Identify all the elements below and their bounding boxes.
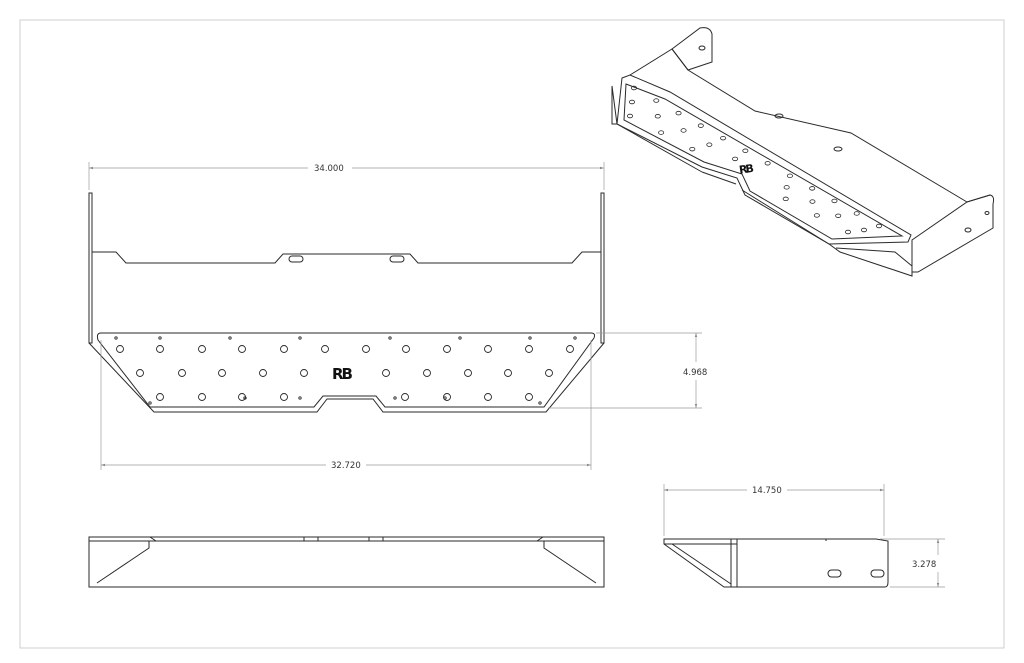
isometric-plate-hole: [853, 211, 860, 216]
isometric-plate-hole: [654, 114, 661, 119]
step-plate-outline: [88, 342, 605, 413]
plate-hole: [402, 345, 410, 353]
plate-hole: [401, 393, 409, 401]
plate-hole: [136, 369, 144, 377]
isometric-plate-hole: [627, 113, 634, 119]
isometric-plate-hole: [831, 198, 838, 204]
plate-hole: [566, 345, 574, 353]
plate-hole: [116, 345, 124, 353]
isometric-plate-hole: [783, 185, 790, 190]
isometric-plate-hole: [653, 98, 660, 103]
isometric-plate-hole: [809, 199, 816, 204]
isometric-plate-hole: [629, 99, 636, 105]
isometric-plate-hole: [764, 161, 771, 166]
rivet-hole: [528, 336, 532, 340]
dim-plate-width: [100, 340, 592, 470]
rivet-hole: [538, 401, 542, 405]
plate-hole: [156, 393, 164, 401]
top-view: [88, 192, 605, 413]
isometric-plate-hole: [813, 213, 820, 218]
plate-hole: [504, 369, 512, 377]
plate-hole: [525, 393, 533, 401]
isometric-plate-hole: [786, 173, 793, 179]
left-flange: [88, 192, 93, 344]
plate-hole: [218, 369, 226, 377]
rear-slot-left: [288, 255, 304, 263]
plate-hole: [156, 345, 164, 353]
rivet-hole: [114, 336, 118, 340]
isometric-logo: RB: [738, 162, 754, 177]
plate-hole: [300, 369, 308, 377]
isometric-plate-hole: [720, 135, 727, 141]
isometric-plate-hole: [809, 186, 816, 191]
side-view: [663, 538, 889, 588]
plate-hole: [484, 393, 492, 401]
isometric-plate-hole: [675, 110, 682, 116]
step-plate-inner: [96, 332, 596, 408]
dim-side-length: [663, 484, 885, 536]
plate-hole: [280, 345, 288, 353]
isometric-plate-hole: [861, 227, 868, 233]
isometric-plate-hole: [689, 146, 696, 152]
plate-hole: [443, 393, 451, 401]
plate-hole: [198, 393, 206, 401]
dim-plate-depth: [548, 332, 702, 409]
isometric-plate-hole: [835, 213, 842, 218]
dim-plate-depth-label: 4.968: [683, 368, 707, 378]
plate-hole: [178, 369, 186, 377]
isometric-plate-hole: [680, 128, 687, 133]
dim-plate-width-label: 32.720: [331, 461, 361, 471]
front-view: [88, 536, 605, 588]
plate-hole: [198, 345, 206, 353]
plate-hole: [443, 345, 451, 353]
plate-hole: [280, 393, 288, 401]
isometric-plate-hole: [631, 85, 638, 91]
rivet-hole: [388, 336, 392, 340]
isometric-plate-hole: [782, 196, 789, 202]
plate-hole: [484, 345, 492, 353]
rivet-hole: [393, 396, 397, 400]
isometric-plate-hole: [732, 156, 739, 162]
dim-side-height-label: 3.278: [912, 560, 936, 570]
rivet-hole: [298, 396, 302, 400]
dim-side-length-label: 14.750: [752, 486, 782, 496]
right-flange: [600, 192, 605, 344]
plate-hole: [382, 369, 390, 377]
sheet-border: [19, 19, 1005, 649]
rivet-hole: [298, 336, 302, 340]
dim-overall-width-label: 34.000: [314, 164, 344, 174]
isometric-plate-hole: [658, 130, 665, 135]
plate-hole: [321, 345, 329, 353]
isometric-plate-hole: [697, 123, 704, 128]
rear-slot-right: [389, 255, 405, 263]
plate-hole: [525, 345, 533, 353]
rivet-hole: [573, 336, 577, 340]
isometric-view: [611, 27, 995, 277]
plate-hole: [423, 369, 431, 377]
plate-hole: [545, 369, 553, 377]
top-view-logo: RB: [332, 365, 353, 383]
isometric-plate-holes: [627, 85, 883, 235]
rivet-hole: [158, 336, 162, 340]
dim-overall-width: [88, 162, 605, 190]
plate-hole: [464, 369, 472, 377]
plate-hole: [362, 345, 370, 353]
rivet-hole: [458, 336, 462, 340]
isometric-plate-hole: [845, 229, 852, 235]
isometric-plate-hole: [876, 223, 883, 229]
isometric-plate-hole: [742, 148, 749, 153]
rivet-hole: [228, 336, 232, 340]
plate-hole: [259, 369, 267, 377]
rivet-hole: [243, 396, 247, 400]
rivet-hole: [443, 396, 447, 400]
isometric-plate-hole: [706, 142, 713, 147]
plate-hole: [238, 345, 246, 353]
step-plate-holes: [114, 336, 577, 405]
rear-edge: [92, 251, 601, 264]
rivet-hole: [148, 401, 152, 405]
dim-side-height: [880, 538, 945, 588]
